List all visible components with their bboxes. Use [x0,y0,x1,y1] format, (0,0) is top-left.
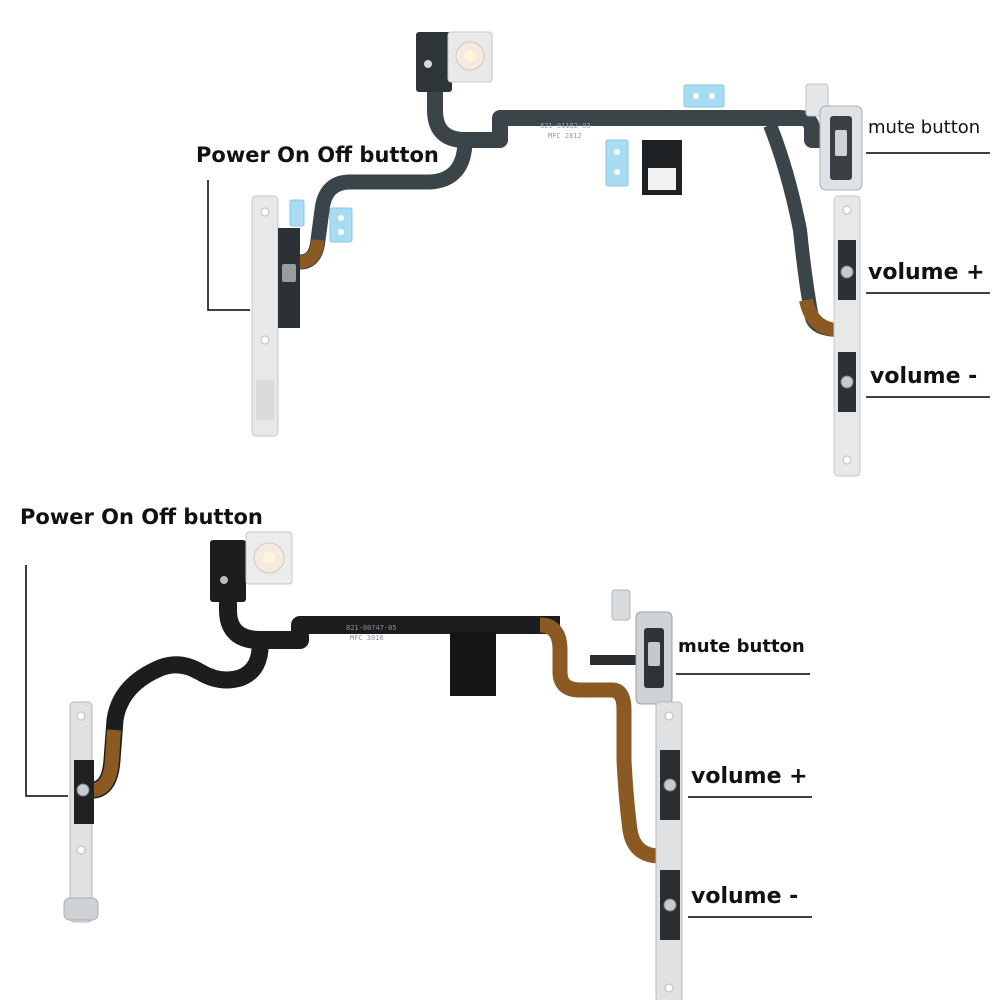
top-leader-lines [207,152,990,398]
top-mute-button-label: mute button [868,117,981,138]
bottom-mute-switch-bracket [611,589,673,705]
bottom-volume-down-label: volume - [691,884,799,909]
bottom-power-bracket [63,701,99,923]
top-power-button-label: Power On Off button [196,143,439,167]
bottom-flex-amber-main [539,617,661,864]
bottom-leader-lines [25,565,812,918]
top-volume-down-label: volume - [870,364,978,389]
top-tape-stickers [289,84,725,243]
top-flex-amber-power [299,239,325,269]
bottom-volume-up-label: volume + [691,764,808,789]
top-flex-ribbon [427,60,840,148]
bottom-connector-head [210,540,246,602]
top-power-bracket [251,195,300,437]
top-flex-cable-assembly: 821-01182-03 MFC 2812 [251,31,863,477]
top-mute-switch-bracket [805,83,863,191]
top-cable-print-line1: 821-01182-03 [540,122,591,130]
bottom-connector-stiffener [450,632,496,696]
bottom-flex-ribbon [219,560,560,649]
top-volume-bracket [833,195,861,477]
bottom-flex-amber-power [91,729,121,797]
bottom-power-button-label: Power On Off button [20,505,263,529]
top-connector-head [416,32,452,92]
bottom-cable-print-line1: 821-00747-05 [346,624,397,632]
bottom-flex-cable-assembly: 821-00747-05 MFC 3016 [63,531,683,1000]
top-cable-print-line2: MFC 2812 [548,132,582,140]
top-volume-up-label: volume + [868,260,985,285]
bottom-cable-print-line2: MFC 3016 [350,634,384,642]
bottom-volume-bracket [655,701,683,1000]
bottom-mute-button-label: mute button [678,636,805,657]
